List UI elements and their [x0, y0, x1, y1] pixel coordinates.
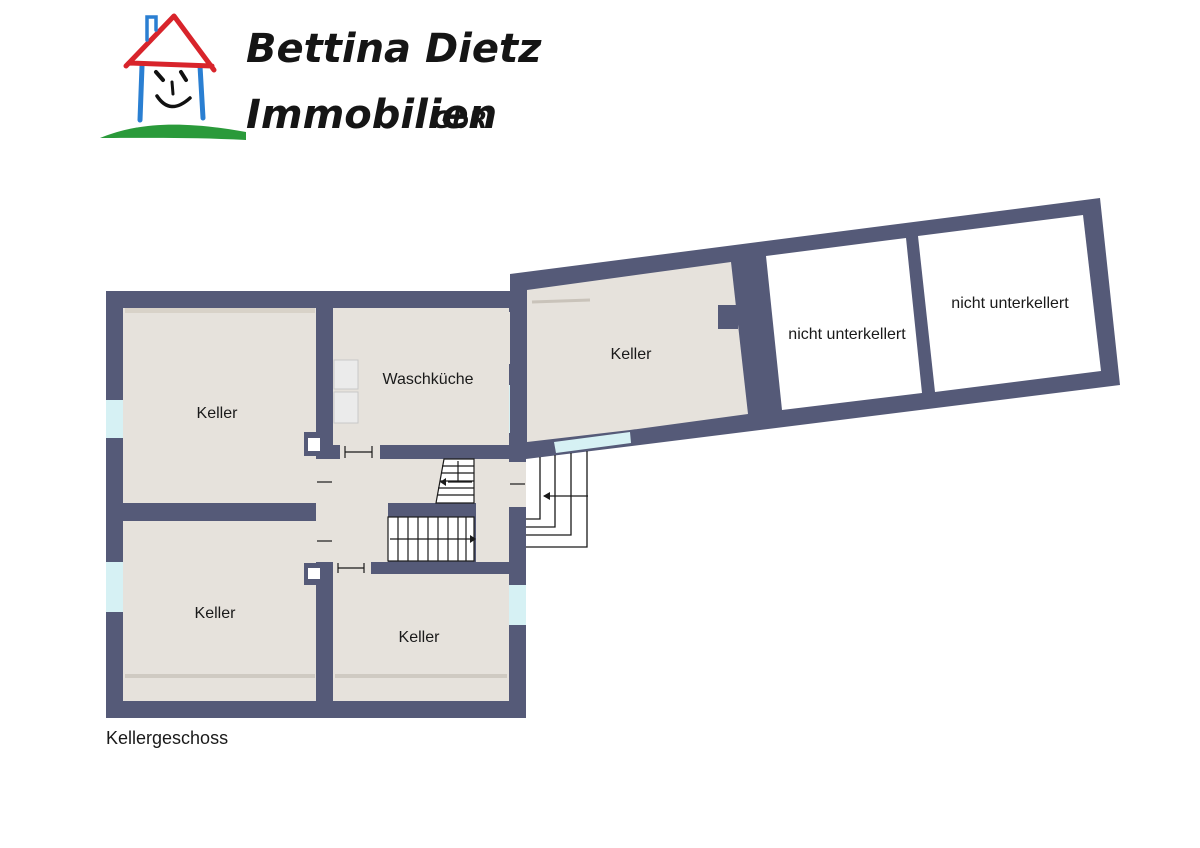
- outside-stairs-arrow: [543, 492, 550, 500]
- washing-machine-2: [333, 391, 359, 424]
- face-nose: [170, 80, 175, 96]
- room-waschkueche: [333, 308, 509, 445]
- room-keller-bottom-left: [123, 521, 316, 701]
- inner-staircase: [387, 458, 476, 562]
- wall-shadow-bottom-center: [335, 674, 507, 678]
- wall-shadow-bottom-left: [125, 674, 315, 678]
- window-west-upper: [106, 400, 123, 438]
- annex-building: [510, 198, 1120, 459]
- company-legal-form: GbR: [432, 106, 487, 134]
- label-keller-annex: Keller: [611, 346, 653, 363]
- label-keller-top-left: Keller: [197, 405, 239, 422]
- room-keller-top-left: [123, 308, 316, 503]
- label-keller-bottom-center: Keller: [399, 629, 441, 646]
- label-not-basement-2: nicht unterkellert: [951, 295, 1069, 312]
- door-keller-left-bottom: [316, 523, 333, 561]
- label-not-basement-1: nicht unterkellert: [788, 326, 906, 343]
- room-not-basement-1: [766, 238, 922, 410]
- main-building: [106, 291, 526, 718]
- house-roof: [123, 13, 217, 73]
- room-keller-annex: [527, 262, 748, 442]
- face-smile: [155, 94, 192, 109]
- house-chimney: [145, 15, 158, 42]
- label-keller-bottom-left: Keller: [195, 605, 237, 622]
- room-keller-bottom-center: [333, 574, 509, 701]
- face-eye-right: [179, 70, 188, 82]
- window-east-keller: [509, 585, 526, 625]
- house-walls: [137, 63, 206, 123]
- annex-wall-shadow: [531, 298, 591, 304]
- face-eye-left: [154, 70, 165, 82]
- floor-label: Kellergeschoss: [106, 728, 228, 748]
- annex-pillar: [718, 305, 738, 329]
- chimney-lower-hole: [308, 568, 320, 579]
- company-logo: Bettina Dietz Immobilien GbR: [100, 13, 542, 140]
- door-keller-left-top: [316, 460, 333, 500]
- company-name-line1: Bettina Dietz: [246, 26, 542, 72]
- window-annex-south: [554, 432, 631, 453]
- company-name-line2: Immobilien: [246, 92, 497, 138]
- window-west-lower: [106, 562, 123, 612]
- label-waschkueche: Waschküche: [383, 371, 474, 388]
- house-icon: [100, 13, 246, 140]
- wall-shadow-top-left: [125, 308, 315, 313]
- washing-machine-1: [333, 359, 359, 390]
- grass-shape: [100, 124, 246, 140]
- chimney-upper-hole: [308, 438, 320, 451]
- outside-staircase: [526, 451, 588, 548]
- room-not-basement-2: [918, 215, 1101, 392]
- door-markers: [317, 335, 525, 573]
